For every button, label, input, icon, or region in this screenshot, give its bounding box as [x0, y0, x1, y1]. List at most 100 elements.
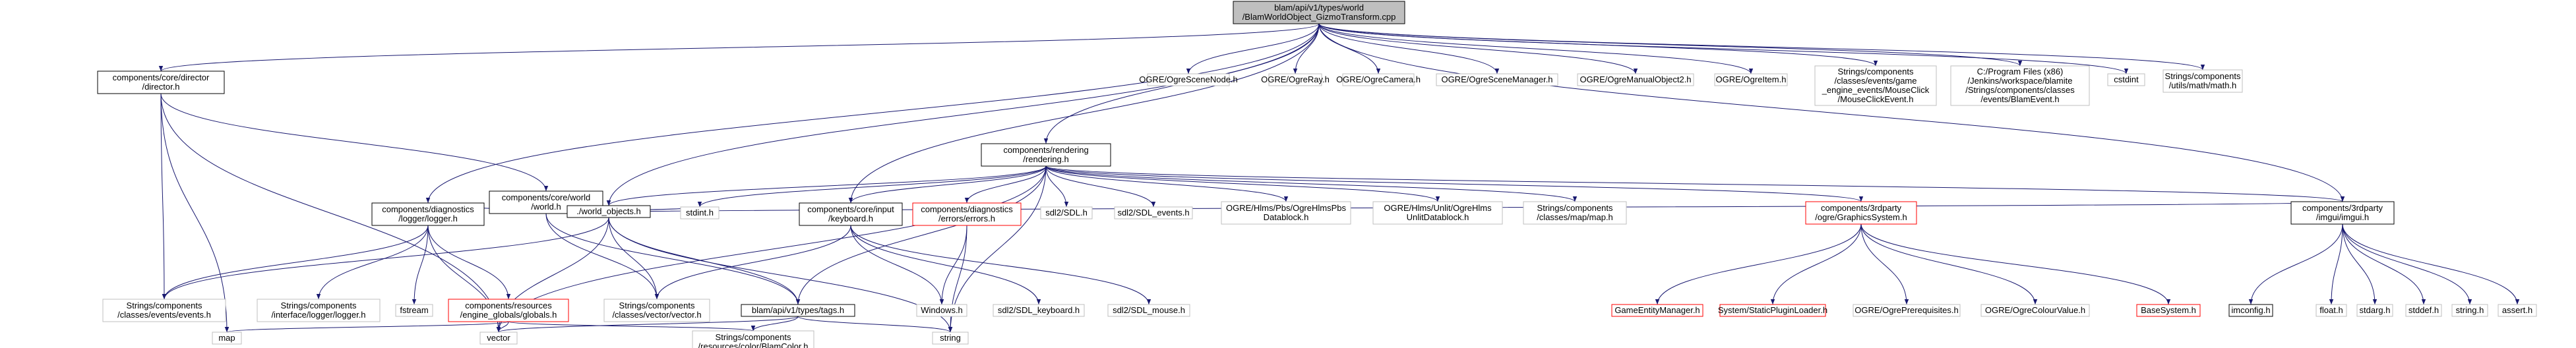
node-mathh[interactable]: Strings/components/utils/math/math.h [2162, 69, 2243, 93]
node-logger[interactable]: components/diagnostics/logger/logger.h [371, 202, 485, 226]
node-label: blam/api/v1/types/tags.h [752, 305, 844, 315]
node-box [1577, 73, 1694, 86]
node-sdl-keyboard[interactable]: sdl2/SDL_keyboard.h [993, 304, 1085, 317]
edge-root-to-scene-mgr [1318, 23, 1500, 74]
node-label: components/diagnostics [921, 204, 1013, 214]
node-floath[interactable]: float.h [2315, 304, 2347, 317]
node-imconfig[interactable]: imconfig.h [2228, 304, 2273, 317]
node-static-plugin[interactable]: System/StaticPluginLoader.h [1718, 304, 1827, 317]
edge-root-to-keyboard [848, 23, 1320, 204]
node-box [1233, 1, 1405, 24]
node-box [799, 202, 903, 226]
node-label: /Strings/components/classes [1965, 85, 2075, 95]
node-globals[interactable]: components/resources/engine_globals/glob… [448, 299, 569, 322]
node-world-objects[interactable]: ./world_objects.h [567, 205, 651, 218]
node-label: sdl2/SDL.h [1045, 208, 1088, 218]
node-ogre-prereq[interactable]: OGRE/OgrePrerequisites.h [1853, 304, 1961, 317]
node-label: /classes/map/map.h [1537, 212, 1613, 222]
node-string[interactable]: string [932, 332, 969, 345]
node-scene-mgr[interactable]: OGRE/OgreSceneManager.h [1436, 73, 1558, 86]
edge-keyboard-to-vectorh [654, 225, 851, 300]
node-graphics-system[interactable]: components/3rdparty/ogre/GraphicsSystem.… [1805, 201, 1917, 225]
node-item[interactable]: OGRE/OgreItem.h [1714, 73, 1788, 86]
edge-world-objects-to-vectorh [608, 217, 659, 300]
node-camera[interactable]: OGRE/OgreCamera.h [1336, 73, 1421, 86]
node-label: components/diagnostics [382, 204, 474, 214]
node-blam-color[interactable]: Strings/components/resources/color/BlamC… [692, 330, 814, 348]
node-label: /classes/events/game [1834, 76, 1917, 86]
node-director[interactable]: components/core/director/director.h [97, 71, 225, 94]
node-keyboard[interactable]: components/core/input/keyboard.h [799, 202, 903, 226]
node-box [567, 205, 651, 218]
node-box [102, 299, 226, 322]
node-mouse-click[interactable]: Strings/components/classes/events/game_e… [1814, 65, 1937, 106]
node-blam-event[interactable]: C:/Program Files (x86)/Jenkins/workspace… [1950, 65, 2090, 106]
node-ray[interactable]: OGRE/OgreRay.h [1261, 73, 1330, 86]
edge-logger-to-globals [427, 225, 511, 300]
node-box [448, 299, 569, 322]
edge-graphics-system-to-base-system [1860, 223, 2171, 305]
node-label: OGRE/OgreColourValue.h [1985, 305, 2085, 315]
node-label: /logger/logger.h [398, 214, 458, 223]
node-sdl[interactable]: sdl2/SDL.h [1040, 206, 1093, 219]
node-box [1853, 304, 1961, 317]
node-label: /classes/events/events.h [117, 310, 211, 320]
node-stringh[interactable]: string.h [2451, 304, 2488, 317]
node-label: components/resources [465, 301, 552, 310]
node-fstream[interactable]: fstream [395, 304, 433, 317]
node-box [603, 299, 710, 322]
node-colour-value[interactable]: OGRE/OgreColourValue.h [1980, 304, 2090, 317]
node-map[interactable]: map [212, 332, 242, 345]
edge-rendering-to-sdl [1045, 165, 1069, 208]
node-logger-iface[interactable]: Strings/components/interface/logger/logg… [257, 299, 381, 322]
node-asserth[interactable]: assert.h [2498, 304, 2537, 317]
node-label: /BlamWorldObject_GizmoTransform.cpp [1242, 12, 1396, 22]
node-label: OGRE/Hlms/Unlit/OgreHlms [1384, 203, 1492, 213]
node-label: OGRE/OgreItem.h [1716, 74, 1787, 84]
node-label: System/StaticPluginLoader.h [1718, 305, 1827, 315]
node-box [479, 332, 518, 345]
node-maph[interactable]: Strings/components/classes/map/map.h [1523, 201, 1627, 225]
node-windows[interactable]: Windows.h [916, 304, 967, 317]
node-label: /imgui/imgui.h [2316, 212, 2369, 222]
node-scene-node[interactable]: OGRE/OgreSceneNode.h [1139, 73, 1238, 86]
node-stdint[interactable]: stdint.h [680, 206, 720, 219]
node-errors[interactable]: components/diagnostics/errors/errors.h [912, 202, 1022, 226]
edge-root-to-cstdint [1318, 23, 2128, 74]
edge-root-to-imgui [1318, 23, 2345, 202]
node-label: C:/Program Files (x86) [1977, 67, 2064, 76]
node-eventsh[interactable]: Strings/components/classes/events/events… [102, 299, 226, 322]
edge-rendering-to-errors [964, 165, 1047, 204]
node-box [912, 202, 1022, 226]
node-cstdint[interactable]: cstdint [2107, 73, 2145, 86]
edge-root-to-item [1318, 23, 1754, 74]
node-vector[interactable]: vector [479, 332, 518, 345]
node-sdl-events[interactable]: sdl2/SDL_events.h [1114, 206, 1193, 219]
node-stdarg[interactable]: stdarg.h [2356, 304, 2393, 317]
node-root[interactable]: blam/api/v1/types/world/BlamWorldObject_… [1233, 1, 1405, 24]
node-box [1040, 206, 1093, 219]
edge-root-to-scene-node [1186, 23, 1320, 74]
node-box [1114, 206, 1193, 219]
node-label: OGRE/OgrePrerequisites.h [1855, 305, 1959, 315]
node-label: /rendering.h [1023, 154, 1068, 164]
node-box [932, 332, 969, 345]
node-box [1221, 201, 1351, 225]
node-label: OGRE/OgreSceneNode.h [1139, 74, 1238, 84]
node-manual-obj[interactable]: OGRE/OgreManualObject2.h [1577, 73, 1694, 86]
edge-keyboard-to-sdl-mouse [850, 225, 1151, 305]
node-rendering[interactable]: components/rendering/rendering.h [981, 143, 1111, 167]
node-label: sdl2/SDL_mouse.h [1113, 305, 1185, 315]
node-game-entity[interactable]: GameEntityManager.h [1611, 304, 1703, 317]
node-tags[interactable]: blam/api/v1/types/tags.h [741, 304, 855, 317]
edge-world-to-vectorh [545, 213, 659, 300]
node-vectorh[interactable]: Strings/components/classes/vector/vector… [603, 299, 710, 322]
node-base-system[interactable]: BaseSystem.h [2136, 304, 2201, 317]
node-stddef[interactable]: stddef.h [2405, 304, 2442, 317]
node-label: /classes/vector/vector.h [612, 310, 701, 320]
node-sdl-mouse[interactable]: sdl2/SDL_mouse.h [1107, 304, 1190, 317]
node-imgui[interactable]: components/3rdparty/imgui/imgui.h [2290, 201, 2395, 225]
edge-imgui-to-stringh [2342, 223, 2472, 305]
